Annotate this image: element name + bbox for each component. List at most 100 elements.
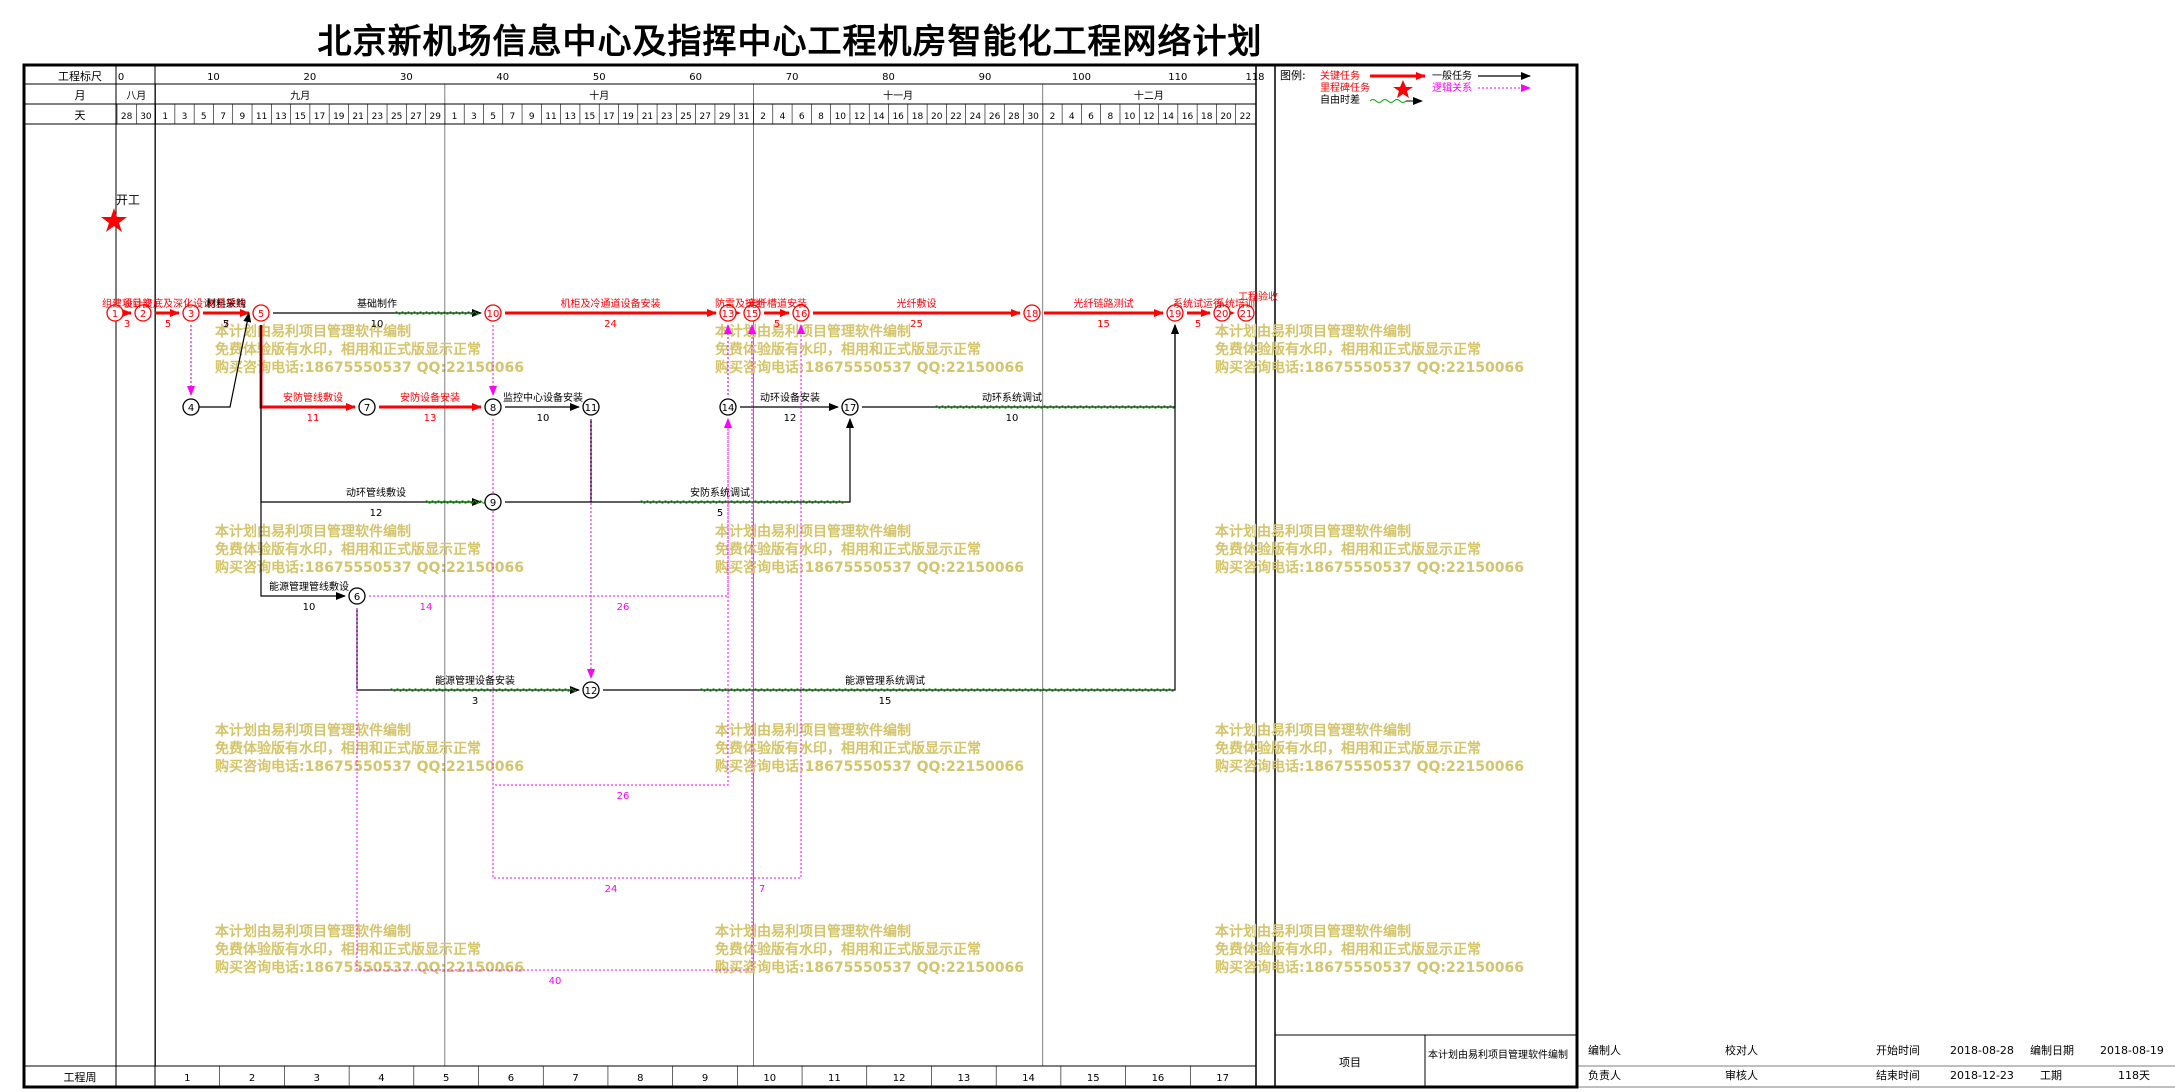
watermark-text: 本计划由易利项目管理软件编制 [215,323,411,340]
watermark-text: 免费体验版有水印，相用和正式版显示正常 [215,341,481,358]
event-node-label: 3 [188,309,194,320]
task-foundation-float [394,311,480,315]
day-tick: 13 [565,112,576,122]
event-node [134,304,152,322]
day-tick: 19 [333,112,345,122]
day-tick: 26 [989,112,1001,122]
week-tick: 1 [184,1073,190,1084]
watermark-text: 本计划由易利项目管理软件编制 [715,323,911,340]
watermark-text: 免费体验版有水印，相用和正式版显示正常 [1215,941,1481,958]
task-name: 测量放线 [206,297,246,310]
event-node-label: 14 [722,403,735,414]
watermark-text: 购买咨询电话:18675550537 QQ:22150066 [715,559,1024,576]
task-duration: 15 [1097,319,1110,330]
logic-label: 24 [605,884,618,895]
compiled-label: 编制日期 [2030,1043,2074,1057]
task-duration: 5 [223,319,229,330]
day-tick: 5 [490,112,496,122]
scale-tick: 70 [786,72,799,83]
week-tick: 2 [249,1073,255,1084]
task-name: 材料采购 [206,297,246,310]
day-tick: 15 [584,112,595,122]
day-tick: 20 [931,112,943,122]
event-node-label: 5 [258,309,264,320]
month-tick: 九月 [290,90,310,102]
day-tick: 25 [680,112,691,122]
day-tick: 18 [912,112,924,122]
task-duration: 3 [124,319,130,330]
event-node [358,398,376,416]
task-energy-pipe [260,325,346,600]
event-node [582,398,600,416]
event-node-label: 15 [746,309,759,320]
day-tick: 15 [295,112,306,122]
duration-label: 工期 [2040,1069,2062,1082]
day-tick: 2 [1050,112,1056,122]
watermark-text: 购买咨询电话:18675550537 QQ:22150066 [715,959,1024,976]
scale-tick: 0 [118,72,124,83]
task-name: 能源管理设备安装 [435,674,515,687]
task-name: 光纤槽道安装 [747,297,807,310]
event-node [252,304,270,322]
event-node-label: 16 [795,309,808,320]
scale-tick: 118 [1245,72,1264,83]
task-duration: 11 [307,413,320,424]
watermark-text: 免费体验版有水印，相用和正式版显示正常 [715,740,981,757]
task-env-test-float [934,405,1176,409]
task-duration: 5 [1195,319,1201,330]
event-node-label: 4 [188,403,194,414]
chart-title: 北京新机场信息中心及指挥中心工程机房智能化工程网络计划 [317,22,1263,62]
task-duration: 13 [424,413,437,424]
event-node-label: 20 [1216,309,1229,320]
day-tick: 25 [391,112,402,122]
watermark-text: 购买咨询电话:18675550537 QQ:22150066 [715,359,1024,376]
watermark-text: 免费体验版有水印，相用和正式版显示正常 [215,541,481,558]
task-duration: 5 [774,319,780,330]
task-name: 系统试运行 [1173,297,1223,310]
watermark-text: 免费体验版有水印，相用和正式版显示正常 [1215,341,1481,358]
day-tick: 4 [780,112,786,122]
task-name: 动环管线敷设 [346,486,406,499]
watermark-text: 本计划由易利项目管理软件编制 [215,722,411,739]
scale-tick: 50 [593,72,606,83]
event-node [484,304,502,322]
task-name: 监控中心设备安装 [503,391,583,404]
scale-tick: 20 [304,72,317,83]
day-tick: 5 [201,112,207,122]
day-tick: 20 [1220,112,1232,122]
event-node [582,681,600,699]
week-tick: 12 [893,1073,906,1084]
day-tick: 4 [1069,112,1075,122]
watermark-text: 本计划由易利项目管理软件编制 [715,722,911,739]
task-name: 工程验收 [1238,290,1278,303]
task-name: 能源管理系统调试 [845,674,925,687]
logic-label: 26 [617,791,630,802]
task-name: 设计交底及深化设计 [123,297,213,310]
task-name: 防雷及接地 [715,297,765,310]
day-tick: 8 [1107,112,1113,122]
event-node-label: 1 [112,309,118,320]
week-tick: 3 [314,1073,320,1084]
event-node-label: 7 [364,403,370,414]
event-node [841,398,859,416]
task-name: 动环设备安装 [760,391,820,404]
task-name: 系统培训 [1215,297,1255,310]
legend-milestone: 里程碑任务 [1320,81,1370,94]
event-node [106,304,124,322]
week-tick: 8 [637,1073,643,1084]
event-node-label: 19 [1169,309,1182,320]
week-tick: 16 [1152,1073,1165,1084]
task-name: 安防设备安装 [400,391,460,404]
day-tick: 3 [471,112,477,122]
watermark-text: 购买咨询电话:18675550537 QQ:22150066 [715,758,1024,775]
project-label: 项目 [1339,1056,1361,1069]
legend-float-line [1369,99,1407,103]
task-name: 基础制作 [357,297,397,310]
day-tick: 13 [275,112,286,122]
watermark-text: 购买咨询电话:18675550537 QQ:22150066 [215,559,524,576]
day-tick: 27 [700,112,711,122]
day-tick: 28 [121,112,133,122]
watermark-text: 购买咨询电话:18675550537 QQ:22150066 [215,959,524,976]
milestone-label: 开工 [116,193,140,207]
